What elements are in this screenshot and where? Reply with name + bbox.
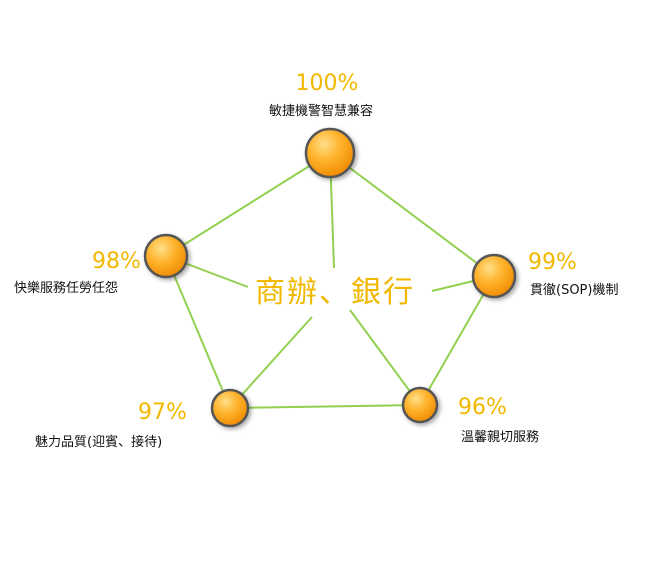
node-bottom-left-percent: 97% — [138, 400, 187, 425]
node-top: 100% 敏捷機警智慧兼容 — [269, 71, 373, 179]
node-left-percent: 98% — [92, 249, 141, 274]
node-right-circle — [471, 253, 517, 299]
node-bottom-right-label: 溫馨親切服務 — [461, 429, 539, 445]
node-left: 98% 快樂服務任勞任怨 — [14, 233, 189, 296]
node-right-label: 貫徹(SOP)機制 — [530, 283, 618, 298]
node-bottom-right-percent: 96% — [458, 395, 507, 420]
node-top-label: 敏捷機警智慧兼容 — [269, 103, 373, 119]
edge-bottom-left-left — [165, 255, 231, 409]
node-bottom-left: 97% 魅力品質(迎賓、接待) — [35, 388, 250, 450]
edge-top-right — [329, 152, 495, 277]
spoke-bottom-left — [229, 316, 313, 409]
edge-bottom-right-bottom-left — [229, 404, 421, 409]
node-bottom-left-label: 魅力品質(迎賓、接待) — [35, 434, 162, 450]
center-title: 商辦、銀行 — [255, 275, 415, 310]
node-top-percent: 100% — [296, 71, 359, 96]
node-bottom-right-circle — [401, 386, 439, 424]
node-left-circle — [143, 233, 189, 279]
spoke-bottom-right — [349, 309, 421, 406]
edge-right-bottom-right — [419, 275, 495, 406]
node-right-percent: 99% — [528, 250, 577, 275]
node-left-label: 快樂服務任勞任怨 — [14, 280, 118, 296]
node-top-circle — [304, 127, 356, 179]
node-bottom-left-circle — [210, 388, 250, 428]
edge-left-top — [165, 152, 331, 257]
node-right: 99% 貫徹(SOP)機制 — [471, 250, 618, 299]
outer-edges — [165, 152, 495, 409]
node-bottom-right: 96% 溫馨親切服務 — [401, 386, 539, 445]
